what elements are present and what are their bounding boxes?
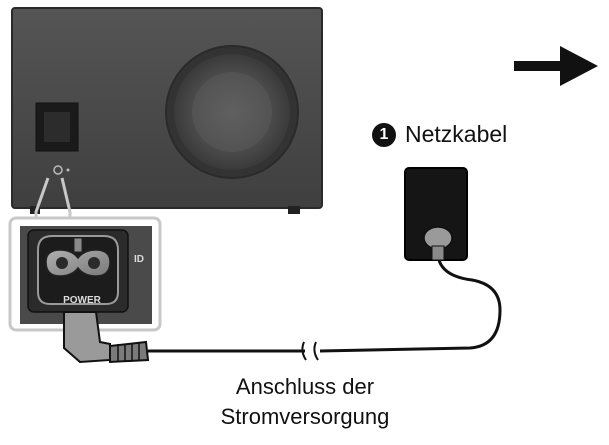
wall-outlet (404, 167, 468, 261)
port-detail: POWER ID (8, 216, 162, 332)
power-socket-small (35, 102, 79, 175)
power-cable (63, 254, 502, 364)
woofer-cone (165, 45, 299, 179)
arrow-right-icon (514, 46, 598, 86)
zoom-callout (34, 177, 72, 218)
power-port-label: POWER (63, 295, 102, 306)
cable-label-text: Netzkabel (405, 121, 508, 147)
step-number-badge: 1 (372, 122, 396, 147)
id-port-label: ID (134, 254, 144, 265)
connection-label-line2: Stromversorgung (220, 404, 390, 429)
speaker-unit (11, 7, 323, 214)
connection-label: Anschluss der Stromversorgung (200, 372, 410, 432)
connection-label-line1: Anschluss der (235, 374, 375, 399)
cable-label: 1 Netzkabel (372, 121, 507, 148)
